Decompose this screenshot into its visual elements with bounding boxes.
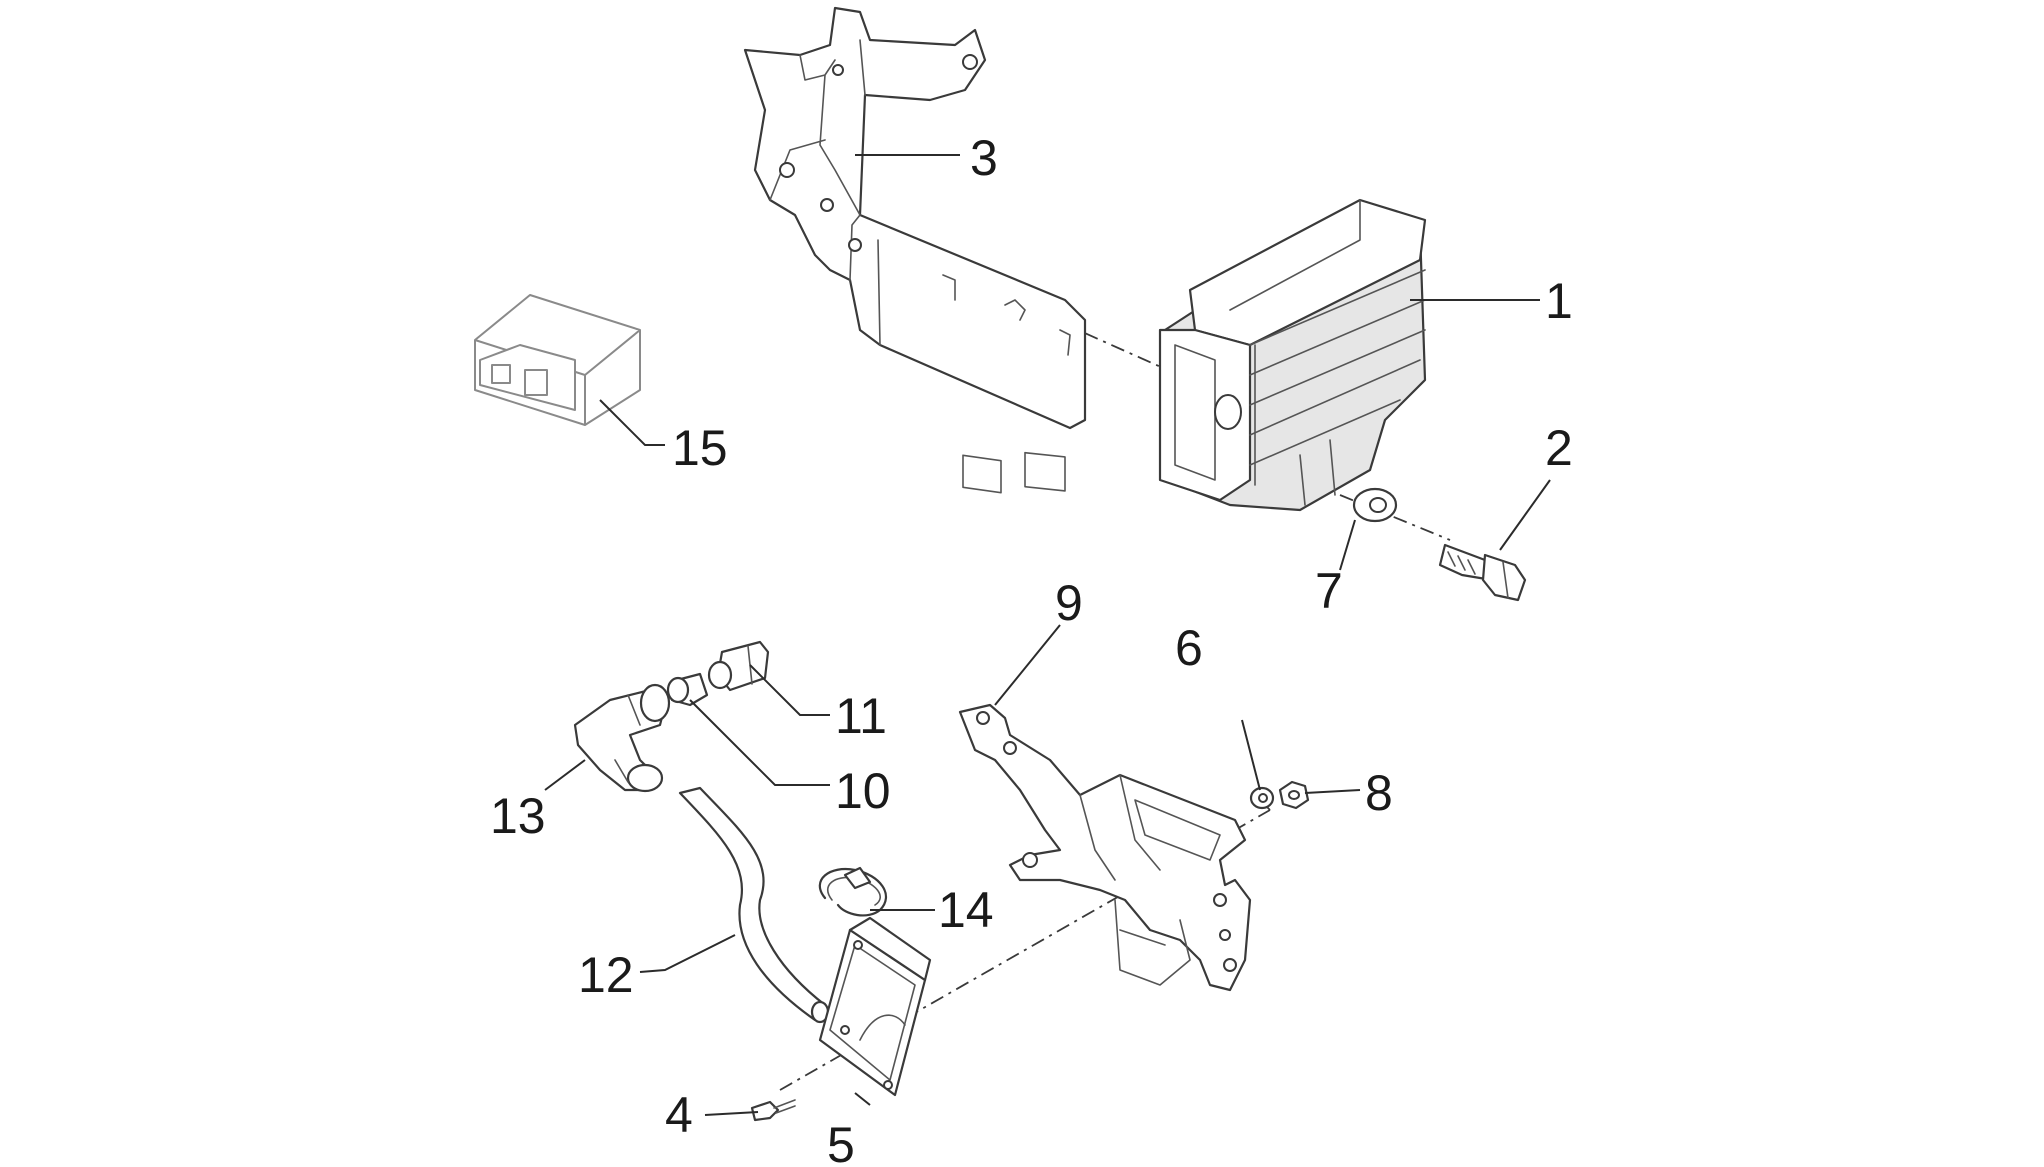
callout-numbers: 1 2 3 4 5 6 7 8 9 10 11 12 13 14 15 xyxy=(490,130,1573,1167)
connector-part-15 xyxy=(474,294,641,426)
callout-2: 2 xyxy=(1545,420,1573,476)
washer-part-7 xyxy=(1352,487,1398,523)
socket-sleeve-part-10 xyxy=(666,672,709,707)
callout-5: 5 xyxy=(827,1117,855,1167)
voltage-regulator-part-1 xyxy=(1158,198,1427,512)
callout-13: 13 xyxy=(490,788,546,844)
callout-7: 7 xyxy=(1315,563,1343,619)
callout-8: 8 xyxy=(1365,765,1393,821)
nut-part-8 xyxy=(1278,780,1310,810)
lamp-holder-part-13 xyxy=(573,683,671,793)
callout-15: 15 xyxy=(672,420,728,476)
callout-1: 1 xyxy=(1545,273,1573,329)
washer-part-6 xyxy=(1249,786,1275,810)
mounting-bracket-part-3 xyxy=(743,6,1087,494)
leader-lines xyxy=(544,154,1551,1116)
cover-base-part-5 xyxy=(818,916,932,1097)
callout-9: 9 xyxy=(1055,575,1083,631)
lower-bracket-part-9 xyxy=(958,703,1252,992)
screw-part-4 xyxy=(750,1099,796,1122)
bolt-part-2 xyxy=(1438,543,1527,602)
callout-11: 11 xyxy=(835,688,887,744)
hose-part-12 xyxy=(678,786,830,1024)
callout-6: 6 xyxy=(1175,620,1203,676)
callout-14: 14 xyxy=(938,882,994,938)
hose-clamp-part-14 xyxy=(818,866,887,917)
callout-4: 4 xyxy=(665,1087,693,1143)
callout-3: 3 xyxy=(970,130,998,186)
bulb-part-11 xyxy=(707,640,770,692)
callout-10: 10 xyxy=(835,763,891,819)
callout-12: 12 xyxy=(578,947,634,1003)
